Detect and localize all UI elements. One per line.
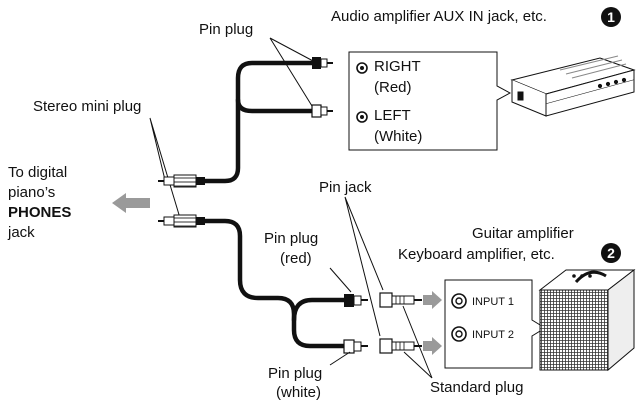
pin-plug-red-leader [329, 267, 352, 293]
pin-plug-white-bottom [343, 339, 368, 354]
aux-in-panel [348, 51, 512, 151]
stereo-mini-plug-2 [158, 214, 205, 228]
stereo-mini-plug-label: Stereo mini plug [33, 98, 141, 115]
left-jack-icon [356, 111, 368, 123]
pin-plug-red-label-line2: (red) [280, 250, 312, 267]
pin-jack-leader [344, 196, 384, 337]
pin-plug-white-label-line1: Pin plug [268, 365, 322, 382]
pin-jack-adapter-2 [379, 338, 422, 354]
setup2-title-line2: Keyboard amplifier, etc. [398, 246, 555, 263]
stereo-mini-plug-1 [158, 174, 205, 188]
pin-plug-top-label: Pin plug [199, 21, 253, 38]
guitar-amp-panel [444, 279, 546, 369]
cable-set-2 [202, 218, 347, 349]
right-label: RIGHT [374, 58, 421, 75]
stereo-mini-plug-leader [149, 117, 181, 219]
cable-set-1 [202, 60, 315, 184]
input1-jack-icon [451, 293, 467, 309]
setup2-title-line1: Guitar amplifier [472, 225, 574, 242]
input2-label: INPUT 2 [472, 329, 514, 341]
number-badge-1: 1 [601, 7, 621, 27]
number-badge-2: 2 [601, 243, 621, 263]
input2-jack-icon [451, 326, 467, 342]
direction-arrow-icon [112, 193, 150, 213]
svg-text:1: 1 [607, 9, 615, 25]
standard-plug-leader [402, 305, 433, 379]
svg-text:2: 2 [607, 245, 615, 261]
to-digital-label-line2: piano’s [8, 184, 55, 201]
input1-label: INPUT 1 [472, 296, 514, 308]
pin-plug-white-leader [329, 351, 351, 366]
left-color-label: (White) [374, 128, 422, 145]
pin-jack-label: Pin jack [319, 179, 372, 196]
standard-plug-label: Standard plug [430, 379, 523, 396]
right-jack-icon [356, 62, 368, 74]
pin-plug-red-bottom [344, 294, 368, 307]
right-color-label: (Red) [374, 79, 412, 96]
pin-plug-white-label-line2: (white) [276, 384, 321, 400]
pin-plug-red-label-line1: Pin plug [264, 230, 318, 247]
pin-plug-white-top [311, 104, 333, 118]
guitar-amplifier-icon [538, 268, 636, 372]
pin-jack-adapter-1 [379, 292, 422, 308]
left-label: LEFT [374, 107, 411, 124]
pin-plug-top-leader [269, 37, 316, 107]
setup1-title: Audio amplifier AUX IN jack, etc. [331, 8, 547, 25]
to-digital-label-line1: To digital [8, 164, 67, 181]
phones-label: PHONES [8, 204, 71, 221]
jack-label: jack [7, 224, 35, 241]
input2-arrow-icon [423, 337, 442, 355]
pin-plug-red-top [312, 57, 333, 69]
input1-arrow-icon [423, 291, 442, 309]
audio-amplifier-icon [510, 55, 636, 117]
